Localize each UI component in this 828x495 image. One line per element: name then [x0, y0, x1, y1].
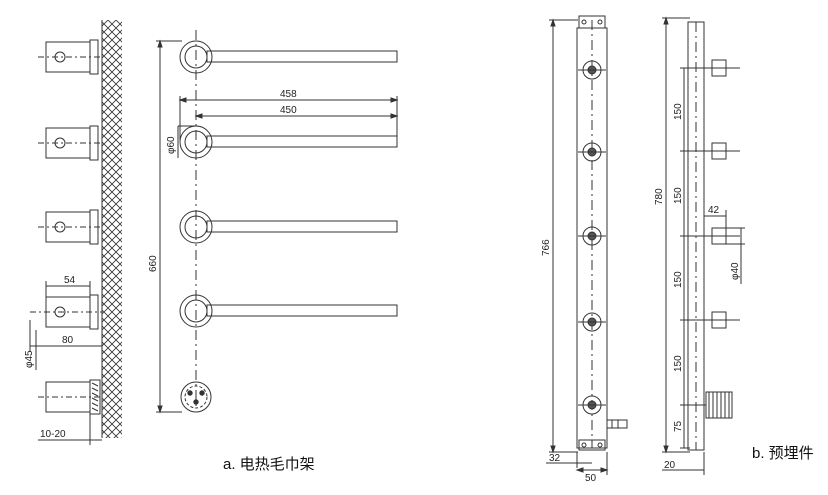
dim-side-height: [662, 18, 690, 452]
caption-a: a. 电热毛巾架: [223, 456, 315, 473]
label-total-height: 660: [148, 255, 159, 272]
label-stud-dia: φ40: [730, 262, 741, 280]
label-side-offset: 20: [664, 460, 676, 471]
electric-connector: [181, 382, 211, 412]
dim-length-outer: [180, 96, 397, 140]
towel-bar-1: [180, 41, 397, 73]
towel-bar-2: [180, 126, 397, 158]
label-flange-dia: φ45: [24, 350, 35, 368]
bottom-clip: [579, 440, 605, 450]
label-flange-depth: 54: [64, 275, 76, 286]
dimension-labels-b: 766 780 150 150 150 150 75 42 φ40 32 50 …: [541, 103, 741, 484]
side-bracket-2: [38, 126, 102, 160]
embed-side-view: [662, 18, 745, 475]
label-ring-dia: φ60: [166, 136, 177, 154]
side-bracket-4: [30, 295, 102, 329]
wall-hatch: [102, 20, 122, 438]
embed-front-view: [546, 16, 627, 475]
embed-fixing-5: [578, 396, 606, 414]
dim-total-height: [156, 41, 182, 412]
embed-fixing-2: [578, 143, 606, 161]
dim-spacing-chain: [680, 68, 712, 448]
top-clip: [579, 16, 605, 28]
dim-wall-gap: [38, 414, 102, 445]
embed-fixing-1: [578, 61, 606, 79]
label-bar-offset: 32: [549, 453, 561, 464]
dim-front-height: [549, 20, 578, 452]
label-bottom-offset: 75: [673, 420, 684, 432]
embed-fixing-3: [578, 227, 606, 245]
wall-side-view: [30, 20, 122, 445]
towel-bar-4: [180, 295, 397, 327]
side-connector-bottom: [38, 380, 102, 414]
label-len-outer: 458: [280, 89, 297, 100]
dim-stud-len: [704, 210, 726, 228]
embed-fixing-4: [578, 313, 606, 331]
label-spacing-1: 150: [673, 103, 684, 120]
dimension-labels-a: 458 450 φ60 660 54 80 φ45 10-20: [24, 89, 297, 440]
label-side-width: 80: [62, 335, 74, 346]
dim-side-offset: [662, 452, 704, 475]
dim-bar-width: [577, 452, 607, 475]
caption-b: b. 预埋件: [752, 445, 814, 462]
label-side-height: 780: [654, 188, 665, 205]
dim-flange-depth: [46, 281, 90, 297]
label-spacing-3: 150: [673, 271, 684, 288]
side-conduit-thread: [706, 392, 732, 418]
label-spacing-2: 150: [673, 187, 684, 204]
label-wall-gap: 10-20: [40, 429, 66, 440]
dim-side-width: [30, 320, 102, 352]
label-len-inner: 450: [280, 105, 297, 116]
towel-rack-front-view: [156, 30, 397, 412]
label-bar-width: 50: [585, 473, 597, 484]
side-bracket-1: [38, 40, 102, 74]
dim-ring-dia: [178, 126, 196, 158]
label-front-height: 766: [541, 239, 552, 256]
towel-bar-3: [180, 211, 397, 243]
cable-outlet: [607, 420, 627, 428]
label-stud-len: 42: [708, 205, 720, 216]
dim-bar-offset: [546, 452, 592, 468]
side-bracket-3: [38, 210, 102, 244]
dim-length-inner: [196, 114, 397, 118]
dim-stud-dia: [726, 228, 745, 284]
label-spacing-4: 150: [673, 355, 684, 372]
